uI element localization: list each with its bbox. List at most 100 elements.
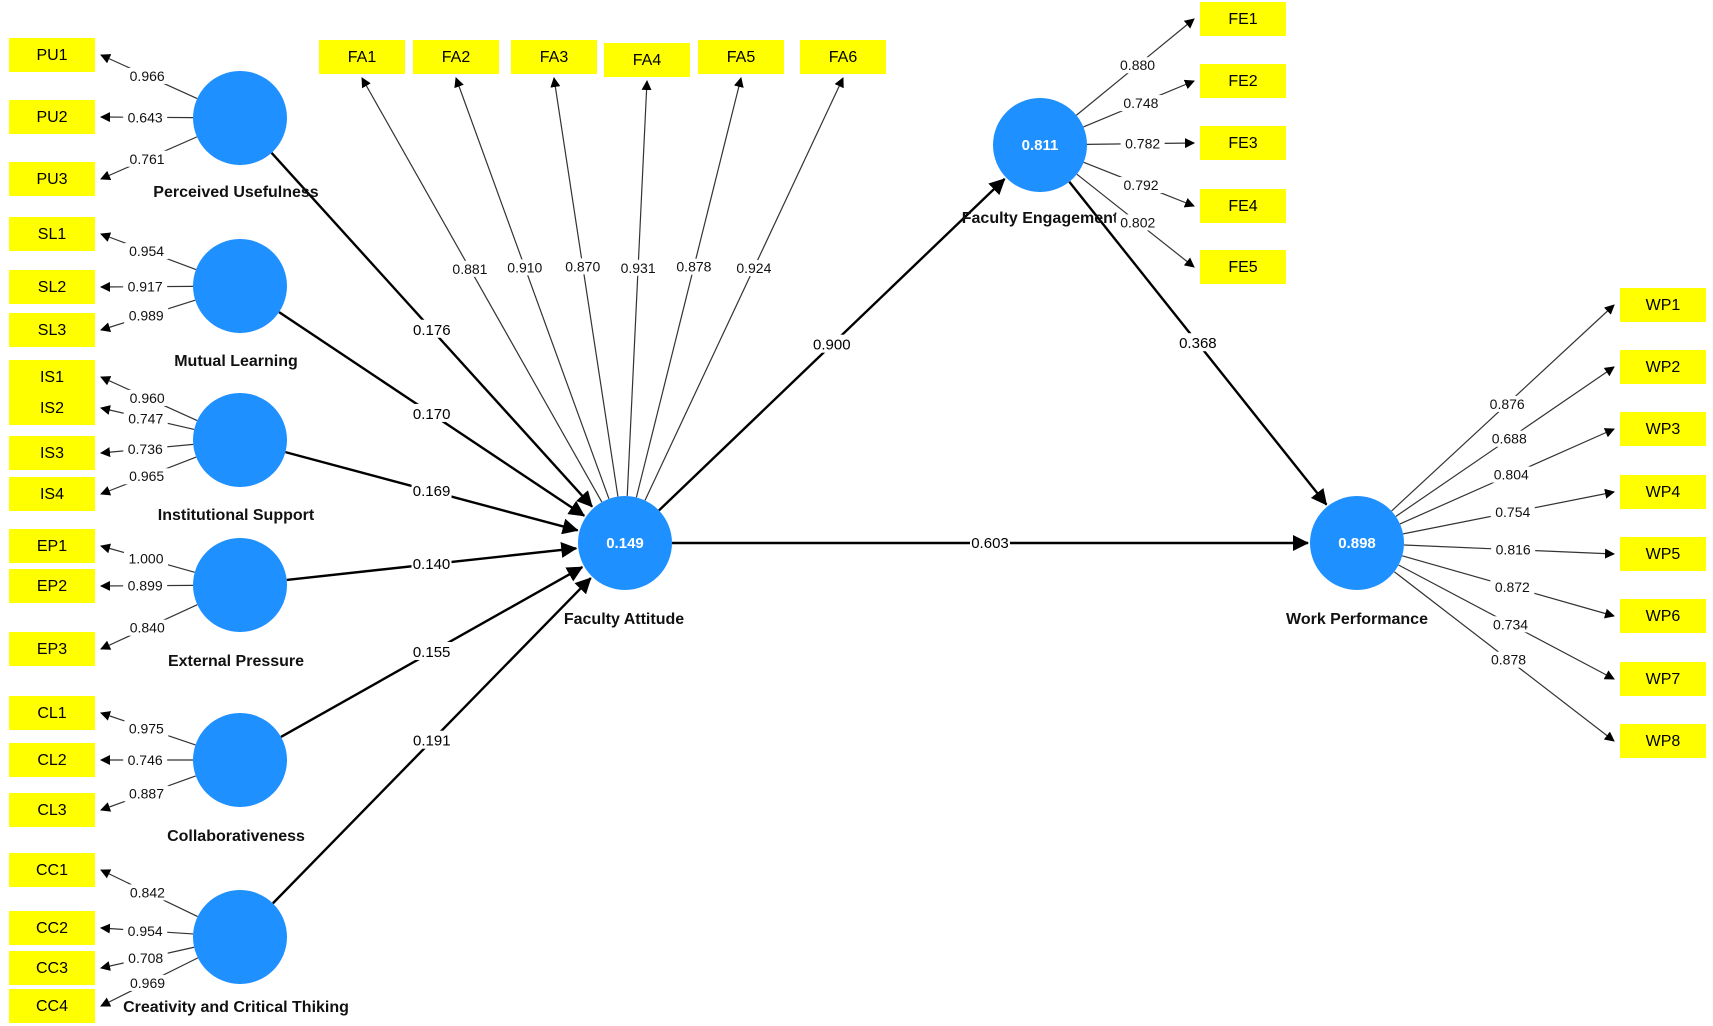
loading-value: 0.975 bbox=[129, 720, 164, 736]
indicator-sl2: SL2 bbox=[9, 270, 95, 304]
loading-value-bg bbox=[123, 278, 168, 295]
indicator-pu2: PU2 bbox=[9, 100, 95, 134]
loading-value: 0.734 bbox=[1493, 616, 1528, 632]
indicator-label: CC2 bbox=[36, 920, 68, 937]
loading-value-bg bbox=[1119, 177, 1164, 194]
loading-value-bg bbox=[671, 258, 716, 275]
loading-value: 0.840 bbox=[130, 620, 165, 636]
path-coefficient-bg bbox=[811, 334, 852, 353]
path-coefficient: 0.140 bbox=[413, 556, 451, 573]
indicator-cc2: CC2 bbox=[9, 911, 95, 945]
indicator-boxes: PU1PU2PU3SL1SL2SL3IS1IS2IS3IS4EP1EP2EP3C… bbox=[9, 2, 1706, 1023]
latent-label: Creativity and Critical Thiking bbox=[123, 999, 349, 1016]
r-squared-value: 0.149 bbox=[606, 535, 644, 552]
loading-value: 0.917 bbox=[128, 279, 163, 295]
indicator-label: WP6 bbox=[1646, 608, 1681, 625]
indicator-label: PU3 bbox=[36, 171, 67, 188]
loading-value-bg bbox=[1489, 466, 1534, 483]
loading-value-bg bbox=[123, 922, 168, 939]
loading-value: 0.878 bbox=[1491, 652, 1526, 668]
indicator-label: FE4 bbox=[1228, 198, 1257, 215]
indicator-fe4: FE4 bbox=[1200, 189, 1286, 223]
indicator-cl1: CL1 bbox=[9, 696, 95, 730]
indicator-cc3: CC3 bbox=[9, 951, 95, 985]
loading-value: 0.872 bbox=[1495, 579, 1530, 595]
loading-value: 0.960 bbox=[130, 390, 165, 406]
indicator-label: CL3 bbox=[37, 802, 66, 819]
indicator-label: FA5 bbox=[727, 49, 756, 66]
latent-cc: Creativity and Critical Thiking bbox=[123, 890, 349, 1016]
loading-value-bg bbox=[1118, 95, 1163, 112]
loading-value-bg bbox=[124, 468, 169, 485]
loading-value: 0.792 bbox=[1124, 177, 1159, 193]
indicator-label: WP1 bbox=[1646, 297, 1681, 314]
loading-arrow-fa5 bbox=[635, 77, 744, 498]
indicator-wp5: WP5 bbox=[1620, 537, 1706, 571]
loading-value: 0.870 bbox=[565, 258, 600, 274]
latent-ep: External Pressure bbox=[168, 538, 304, 670]
indicator-wp1: WP1 bbox=[1620, 288, 1706, 322]
indicator-ep1: EP1 bbox=[9, 529, 95, 563]
loading-value: 0.966 bbox=[130, 68, 165, 84]
latent-label: Institutional Support bbox=[158, 507, 315, 524]
latent-circle bbox=[193, 393, 287, 487]
latent-is: Institutional Support bbox=[158, 393, 315, 524]
loading-value: 0.746 bbox=[128, 752, 163, 768]
loading-value-bg bbox=[1115, 214, 1160, 231]
indicator-label: SL1 bbox=[38, 226, 67, 243]
path-coefficient: 0.368 bbox=[1179, 335, 1217, 352]
loading-value-bg bbox=[125, 389, 170, 406]
indicator-label: FE3 bbox=[1228, 135, 1257, 152]
path-coefficient: 0.170 bbox=[413, 406, 451, 423]
indicator-label: FE5 bbox=[1228, 259, 1257, 276]
indicator-sl3: SL3 bbox=[9, 313, 95, 347]
indicator-fa2: FA2 bbox=[413, 40, 499, 74]
indicator-fa5: FA5 bbox=[698, 40, 784, 74]
loading-value: 0.761 bbox=[130, 151, 165, 167]
indicator-label: CC4 bbox=[36, 998, 68, 1015]
indicator-label: FA1 bbox=[348, 49, 377, 66]
indicator-wp6: WP6 bbox=[1620, 599, 1706, 633]
indicator-cc4: CC4 bbox=[9, 989, 95, 1023]
loading-value-bg bbox=[1120, 135, 1165, 152]
loading-value: 0.881 bbox=[452, 261, 487, 277]
latent-circle bbox=[193, 71, 287, 165]
indicator-label: FA6 bbox=[829, 49, 858, 66]
path-coefficient: 0.169 bbox=[413, 483, 451, 500]
loading-value-bg bbox=[1487, 430, 1532, 447]
latent-circle bbox=[193, 713, 287, 807]
path-coefficient-bg bbox=[1177, 333, 1218, 352]
path-coefficient-bg bbox=[411, 319, 452, 338]
loading-value-bg bbox=[123, 109, 168, 126]
loading-value: 0.989 bbox=[129, 308, 164, 324]
indicator-label: CL2 bbox=[37, 752, 66, 769]
indicator-is1: IS1 bbox=[9, 360, 95, 394]
loading-value: 0.899 bbox=[128, 578, 163, 594]
latent-circle bbox=[578, 496, 672, 590]
loading-value: 0.708 bbox=[128, 950, 163, 966]
indicator-cl2: CL2 bbox=[9, 743, 95, 777]
indicator-fe3: FE3 bbox=[1200, 126, 1286, 160]
indicator-fa6: FA6 bbox=[800, 40, 886, 74]
indicator-fe5: FE5 bbox=[1200, 250, 1286, 284]
loading-value-bg bbox=[1115, 57, 1160, 74]
loading-value-bg bbox=[731, 260, 776, 277]
loading-value-bg bbox=[123, 950, 168, 967]
loading-value: 0.954 bbox=[128, 923, 163, 939]
loading-value: 0.965 bbox=[129, 468, 164, 484]
indicator-label: PU2 bbox=[36, 109, 67, 126]
loading-value: 0.754 bbox=[1495, 504, 1530, 520]
indicator-is4: IS4 bbox=[9, 477, 95, 511]
loading-value-bg bbox=[1490, 504, 1535, 521]
indicator-cc1: CC1 bbox=[9, 853, 95, 887]
loading-value-bg bbox=[1485, 395, 1530, 412]
loading-value-bg bbox=[125, 619, 170, 636]
latent-label: Collaborativeness bbox=[167, 828, 305, 845]
latent-circle bbox=[193, 890, 287, 984]
indicator-pu1: PU1 bbox=[9, 38, 95, 72]
indicator-label: FA2 bbox=[442, 49, 471, 66]
loading-value-bg bbox=[123, 550, 168, 567]
loading-value-bg bbox=[1490, 579, 1535, 596]
indicator-fa3: FA3 bbox=[511, 40, 597, 74]
